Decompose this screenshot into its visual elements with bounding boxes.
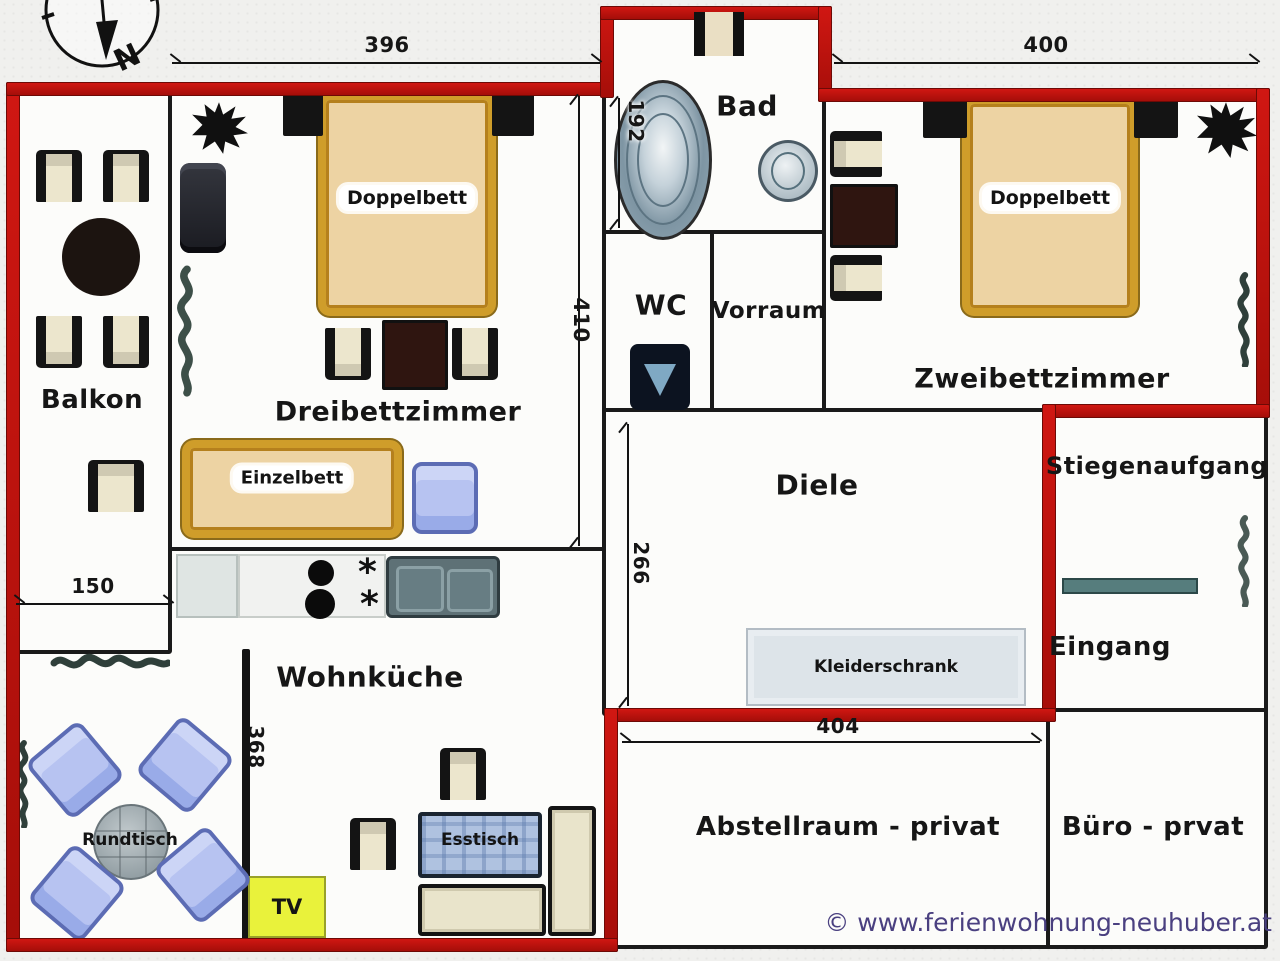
dim-label-150: 150 — [71, 574, 115, 598]
label-wc: WC — [634, 288, 688, 322]
bed-label: Einzelbett — [232, 465, 352, 491]
dining-table — [418, 812, 542, 878]
plant-icon — [16, 740, 29, 828]
outer-wall-left — [6, 82, 20, 952]
label-buero: Büro - prvat — [1061, 812, 1245, 842]
plant-icon — [1237, 272, 1250, 367]
wardrobe: Kleiderschrank — [746, 628, 1026, 706]
wardrobe-label: Kleiderschrank — [813, 657, 958, 677]
wall-wohnkueche-divider — [242, 649, 250, 941]
chair — [452, 328, 498, 380]
sparkle-icon — [360, 598, 379, 620]
outer-wall-bottom — [6, 938, 618, 952]
chair — [830, 131, 882, 177]
nightstand — [1134, 96, 1178, 138]
label-stiegenaufgang: Stiegenaufgang — [1045, 452, 1269, 480]
chair — [350, 818, 396, 870]
label-vorraum: Vorraum — [711, 298, 827, 324]
sink-round — [758, 140, 818, 202]
dim-line-400 — [834, 62, 1258, 64]
bed-label: Doppelbett — [981, 185, 1119, 211]
label-diele: Diele — [775, 468, 859, 502]
label-wohnkueche: Wohnküche — [276, 660, 464, 694]
copyright-text: © www.ferienwohnung-neuhuber.at — [824, 908, 1272, 937]
dim-line-410 — [578, 96, 580, 546]
toilet — [630, 344, 690, 410]
room-buero — [1046, 708, 1268, 949]
compass-rose: N — [41, 0, 160, 79]
dim-line-192 — [618, 98, 620, 228]
nightstand — [492, 92, 534, 136]
balcony-chair — [103, 150, 149, 202]
nightstand — [923, 96, 967, 138]
dim-label-368: 368 — [244, 725, 268, 769]
plant-icon — [1197, 102, 1258, 158]
stair-step — [1062, 578, 1198, 594]
toilet-bowl-icon — [644, 364, 676, 396]
label-dreibettzimmer: Dreibettzimmer — [274, 396, 522, 428]
plant-icon — [50, 653, 170, 669]
outer-wall-top-right — [818, 88, 1270, 102]
label-bad: Bad — [716, 89, 778, 123]
chair — [830, 255, 882, 301]
balcony-chair — [36, 150, 82, 202]
tv-stand: TV — [248, 876, 326, 938]
dining-table-label: Esstisch — [440, 830, 520, 850]
single-bed — [182, 440, 402, 538]
chair — [440, 748, 486, 800]
table-square — [830, 184, 898, 248]
dim-line-150 — [16, 603, 172, 605]
bed-label: Doppelbett — [338, 185, 476, 211]
balcony-chair — [36, 316, 82, 368]
dim-label-404: 404 — [816, 714, 860, 738]
kitchen-sink — [386, 556, 500, 618]
tv-label: TV — [271, 895, 303, 919]
bench — [548, 806, 596, 936]
dim-label-400: 400 — [1023, 33, 1069, 57]
stove-burner-icon — [308, 560, 334, 586]
outer-wall-abstell-left — [604, 708, 618, 952]
label-abstellraum: Abstellraum - privat — [695, 812, 1001, 842]
outer-wall-right — [1256, 88, 1270, 418]
kitchen-counter — [176, 554, 238, 618]
nightstand — [283, 92, 323, 136]
dim-label-266: 266 — [629, 541, 653, 585]
label-zweibettzimmer: Zweibettzimmer — [914, 363, 1170, 395]
round-table-label: Rundtisch — [82, 830, 178, 850]
dresser — [180, 163, 226, 253]
table-square — [382, 320, 448, 390]
chair — [325, 328, 371, 380]
window — [694, 12, 744, 56]
dim-line-396 — [172, 62, 600, 64]
dim-label-192: 192 — [624, 99, 648, 143]
balcony-chair — [88, 460, 144, 512]
dim-label-396: 396 — [364, 33, 410, 57]
bench — [418, 884, 546, 936]
plant-icon — [192, 102, 248, 154]
plant-icon — [1237, 515, 1250, 607]
dim-label-410: 410 — [569, 297, 593, 343]
balcony-chair — [103, 316, 149, 368]
label-balkon: Balkon — [40, 385, 144, 415]
plant-icon — [177, 265, 193, 397]
round-table-black — [62, 218, 140, 296]
outer-wall-zweibett-bottom — [1042, 404, 1270, 418]
bathtub — [614, 80, 712, 240]
label-eingang: Eingang — [1049, 632, 1171, 662]
dim-line-404 — [622, 741, 1040, 743]
stove-burner-icon — [305, 589, 335, 619]
dim-line-266 — [627, 424, 629, 706]
armchair-blue — [412, 462, 478, 534]
